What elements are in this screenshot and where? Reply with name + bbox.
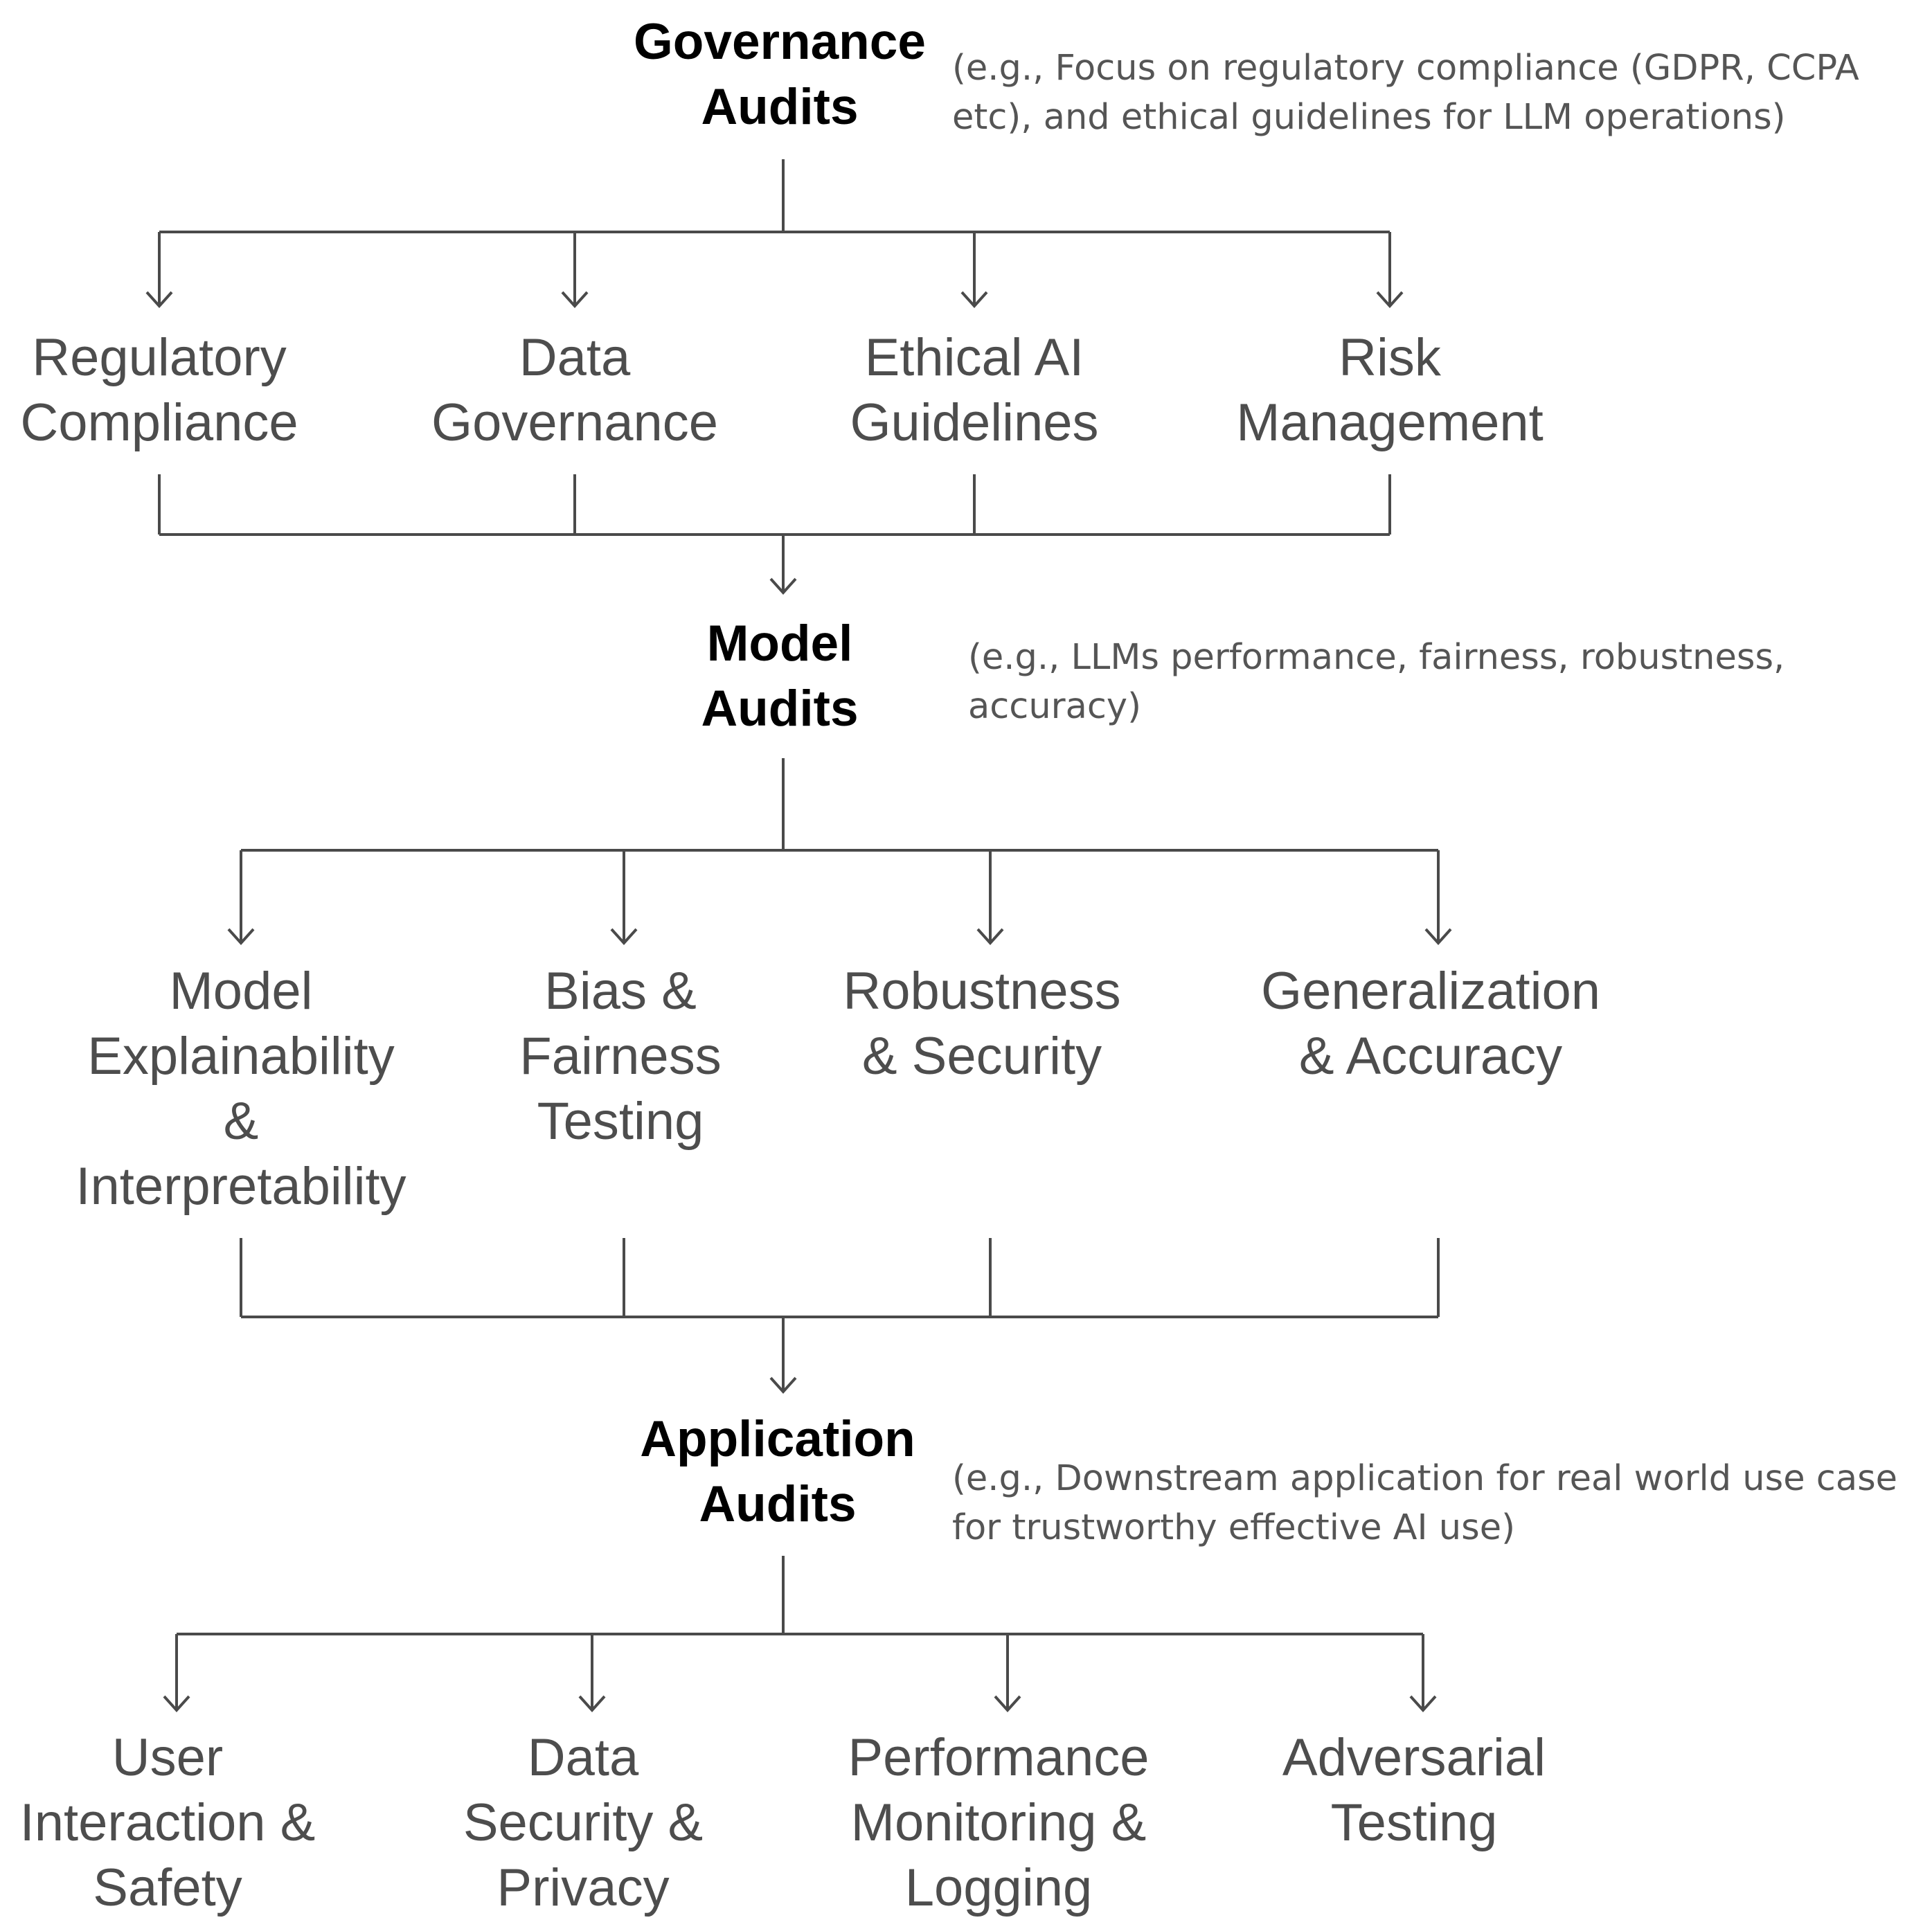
node-regulatory-compliance: Regulatory Compliance (20, 328, 298, 452)
node-risk-management: Risk Management (1236, 328, 1544, 452)
node-data-governance: Data Governance (431, 328, 719, 452)
arrowhead-icon (578, 1695, 606, 1712)
model-audits-note: (e.g., LLMs performance, fairness, robus… (968, 637, 1785, 727)
arrowhead-icon (1376, 291, 1404, 308)
governance-audits-note: (e.g., Focus on regulatory compliance (G… (952, 48, 1859, 138)
arrowhead-icon (163, 1695, 190, 1712)
node-robustness-security: Robustness & Security (843, 962, 1121, 1086)
arrowhead-icon (769, 1376, 797, 1394)
model-audits-title: Model Audits (701, 616, 859, 737)
node-data-security-privacy: Data Security & Privacy (463, 1728, 704, 1917)
application-audits-note: (e.g., Downstream application for real w… (952, 1458, 1898, 1548)
arrowhead-icon (227, 928, 255, 945)
governance-audits-title: Governance Audits (634, 14, 926, 135)
arrowhead-icon (994, 1695, 1021, 1712)
node-ethical-ai-guidelines: Ethical AI Guidelines (850, 328, 1099, 452)
application-audits-title: Application Audits (640, 1411, 915, 1532)
node-adversarial-testing: Adversarial Testing (1282, 1728, 1546, 1852)
arrowhead-icon (960, 291, 988, 308)
node-generalization-accuracy: Generalization & Accuracy (1260, 962, 1601, 1086)
node-model-explainability: Model Explainability & Interpretability (75, 962, 406, 1216)
arrowhead-icon (1424, 928, 1452, 945)
arrowhead-icon (1409, 1695, 1437, 1712)
arrowhead-icon (561, 291, 589, 308)
arrowhead-icon (769, 577, 797, 595)
node-bias-fairness-testing: Bias & Fairness Testing (519, 962, 722, 1151)
arrowhead-icon (145, 291, 173, 308)
arrowhead-icon (976, 928, 1004, 945)
node-user-interaction-safety: User Interaction & Safety (19, 1728, 316, 1917)
node-performance-monitoring-logging: Performance Monitoring & Logging (848, 1728, 1150, 1917)
arrowhead-icon (610, 928, 638, 945)
